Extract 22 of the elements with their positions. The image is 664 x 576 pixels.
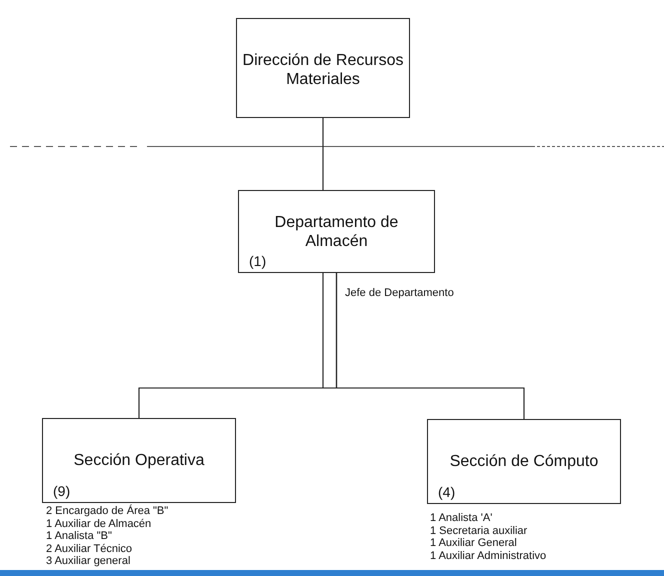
staff-count: (9)	[53, 483, 70, 499]
unit-name: Sección de Cómputo	[448, 452, 600, 471]
staff-count: (4)	[438, 484, 456, 500]
staff-line: 1 Secretaria auxiliar	[430, 524, 528, 537]
unit-name: Sección Operativa	[72, 451, 206, 470]
staff-line: 2 Encargado de Área "B"	[46, 505, 168, 518]
unit-name: Departamento de Almacén	[274, 213, 400, 251]
connector-line	[336, 273, 525, 419]
staff-count: (1)	[249, 253, 266, 269]
org-unit-box	[236, 18, 410, 118]
staff-line: 3 Auxiliar general	[46, 555, 130, 568]
org-unit-box	[427, 419, 621, 504]
staff-line: 1 Analista "B"	[46, 530, 112, 542]
org-unit-box	[42, 418, 236, 503]
staff-line: 1 Auxiliar General	[430, 537, 517, 550]
staff-line: 1 Analista 'A'	[430, 512, 492, 524]
staff-line: 1 Auxiliar de Almacén	[46, 518, 152, 530]
unit-name: Dirección de Recursos Materiales	[242, 51, 404, 89]
staff-line: 1 Auxiliar Administrativo	[430, 550, 546, 562]
staff-line: 2 Auxiliar Técnico	[46, 542, 132, 555]
position-title: Jefe de Departamento	[345, 287, 454, 300]
org-unit-box	[238, 190, 435, 273]
